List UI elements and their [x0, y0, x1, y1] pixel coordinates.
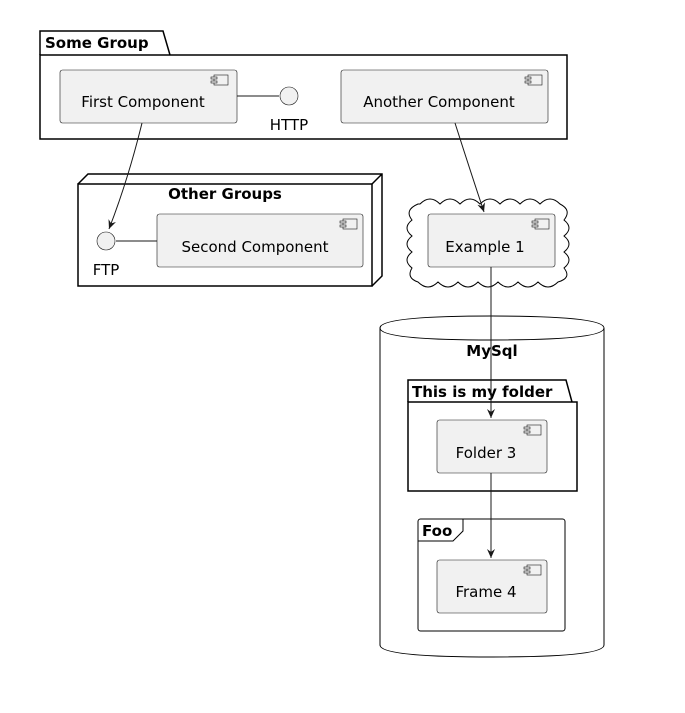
- edge-first-to-ftp: [108, 122, 143, 230]
- database-mysql-title: MySql: [466, 342, 517, 360]
- component-first-label: First Component: [81, 93, 205, 111]
- component-second[interactable]: Second Component: [156, 213, 364, 268]
- component-folder-3[interactable]: Folder 3: [436, 419, 548, 474]
- component-another-label: Another Component: [363, 93, 515, 111]
- interface-ftp-label: FTP: [93, 261, 120, 279]
- interface-http-label: HTTP: [270, 116, 308, 134]
- component-frame-4[interactable]: Frame 4: [436, 559, 548, 614]
- folder-my-folder: This is my folder: [407, 379, 578, 492]
- interface-http[interactable]: HTTP: [237, 86, 308, 134]
- component-second-label: Second Component: [181, 238, 328, 256]
- interface-ftp[interactable]: FTP: [93, 231, 157, 279]
- component-another[interactable]: Another Component: [340, 69, 549, 124]
- package-some-group-title: Some Group: [45, 34, 149, 52]
- package-some-group: Some Group: [39, 30, 568, 140]
- edge-another-to-example: [454, 122, 485, 213]
- component-example-1-label: Example 1: [445, 238, 524, 256]
- component-folder-3-label: Folder 3: [456, 444, 517, 462]
- component-first[interactable]: First Component: [59, 69, 238, 124]
- component-example-1[interactable]: Example 1: [427, 213, 556, 268]
- folder-my-folder-title: This is my folder: [412, 383, 553, 401]
- node-other-groups: Other Groups: [77, 173, 383, 287]
- component-frame-4-label: Frame 4: [455, 583, 516, 601]
- node-other-groups-title: Other Groups: [168, 185, 282, 203]
- frame-foo-title: Foo: [422, 522, 452, 540]
